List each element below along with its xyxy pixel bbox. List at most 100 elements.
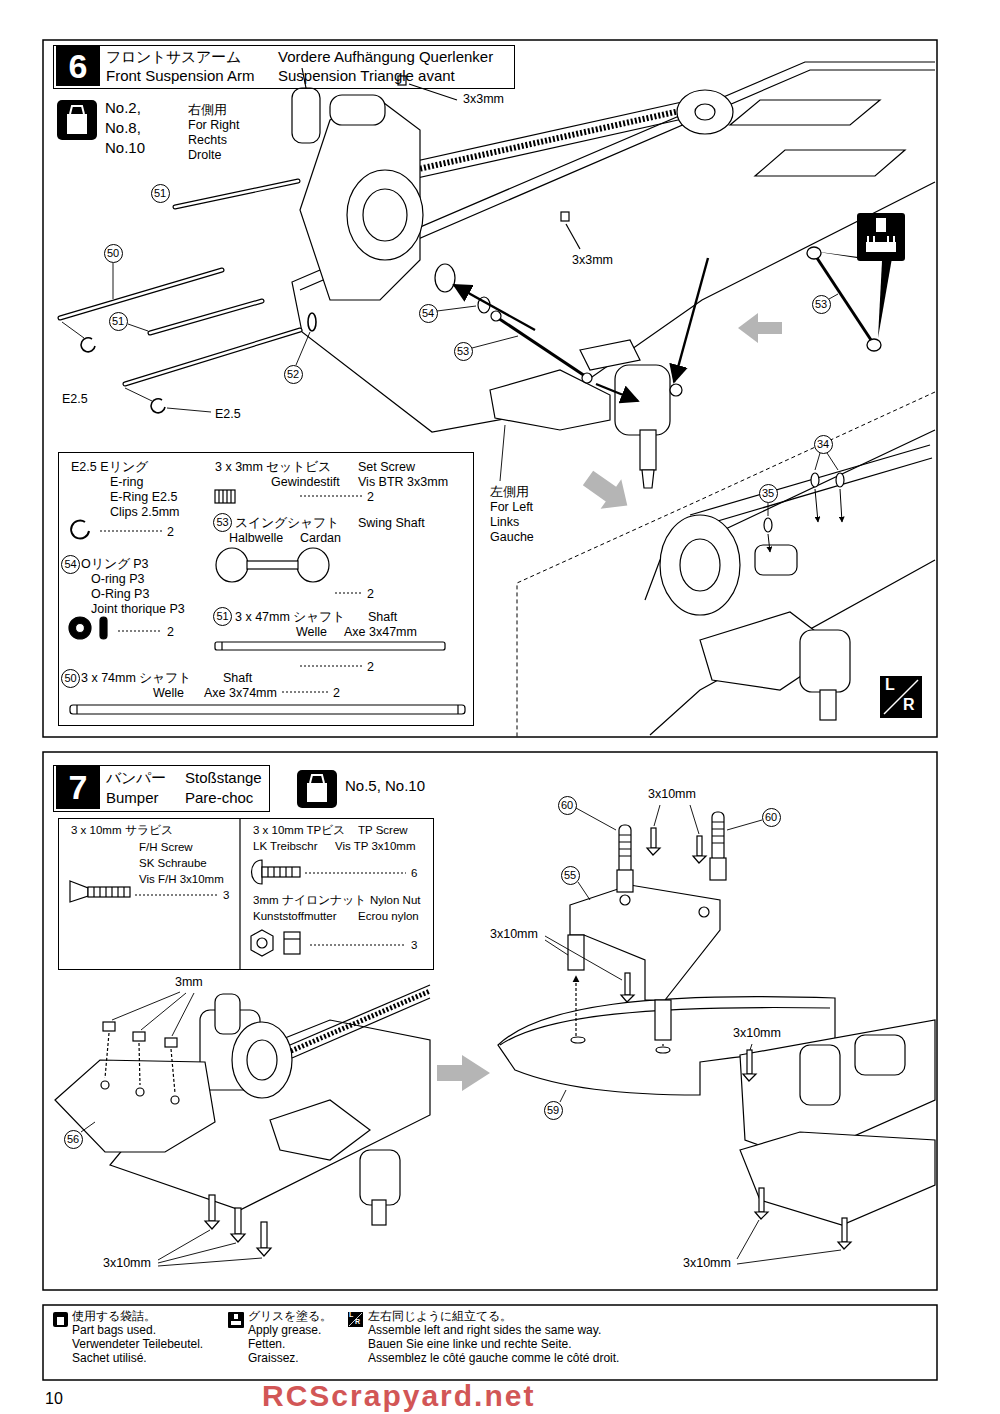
part-text: Ecrou nylon bbox=[358, 910, 419, 924]
bumper-illustration bbox=[209, 1195, 215, 1221]
detail-illustration bbox=[645, 430, 935, 735]
part-text: SK Schraube bbox=[139, 857, 207, 871]
part-text: Welle bbox=[296, 625, 327, 640]
lr-symbol-letter: R bbox=[355, 1318, 360, 1325]
bumper-illustration bbox=[855, 1035, 905, 1075]
part-text: Vis BTR 3x3mm bbox=[358, 475, 448, 490]
panel-frame bbox=[43, 40, 937, 1380]
part-icon bbox=[71, 521, 89, 539]
detail-illustration bbox=[660, 515, 740, 615]
legend-text: 使用する袋詰。 bbox=[72, 1309, 156, 1323]
leader-line bbox=[141, 993, 186, 1030]
suspension-arm bbox=[615, 365, 670, 435]
bumper-illustration bbox=[215, 994, 240, 1034]
bumper-illustration bbox=[651, 828, 656, 848]
part-text: 3 x 74mm シャフト bbox=[81, 671, 191, 686]
part-text: Bumper bbox=[106, 789, 159, 807]
chassis-illustration bbox=[292, 62, 935, 432]
leader-line bbox=[578, 882, 590, 900]
lr-symbol-letter: R bbox=[903, 697, 915, 713]
shaft bbox=[150, 301, 262, 333]
part-text: O-Ring P3 bbox=[91, 587, 149, 602]
shaft bbox=[175, 181, 298, 207]
part-icon bbox=[310, 944, 406, 945]
bumper-illustration bbox=[232, 1022, 292, 1098]
chassis-illustration bbox=[561, 212, 569, 221]
chassis-illustration bbox=[566, 224, 580, 249]
leader-line bbox=[560, 1090, 566, 1102]
part-icon bbox=[70, 881, 88, 902]
parts-list: 3 x 10mm サラビスF/H ScrewSK SchraubeVis F/H… bbox=[58, 818, 434, 970]
part-icon bbox=[94, 887, 124, 897]
detail-illustration bbox=[820, 690, 836, 720]
part-icon bbox=[268, 867, 292, 877]
part-text: Vordere Aufhängung Querlenker bbox=[278, 48, 493, 66]
dimension-label: 3x10mm bbox=[490, 927, 538, 942]
grease-symbol bbox=[878, 258, 892, 338]
bumper-illustration bbox=[136, 1088, 144, 1096]
bumper-illustration bbox=[498, 812, 935, 1249]
grease-symbol bbox=[807, 247, 821, 259]
part-text: E-ring bbox=[110, 475, 143, 490]
direction-arrow bbox=[437, 313, 782, 1091]
part-text: Welle bbox=[153, 686, 184, 701]
bumper-illustration bbox=[740, 1132, 935, 1225]
bag-icon bbox=[307, 783, 327, 802]
callout-number: 51 bbox=[109, 312, 128, 331]
bumper-illustration bbox=[165, 1038, 177, 1047]
bumper-illustration bbox=[205, 1221, 219, 1229]
shaft bbox=[150, 301, 262, 333]
part-text: 3 x 10mm TPビス bbox=[253, 824, 345, 838]
part-icon bbox=[135, 894, 218, 895]
part-icon bbox=[76, 705, 77, 714]
part-text: Stoßstange bbox=[185, 769, 262, 787]
callout-number: 56 bbox=[64, 1130, 83, 1149]
bumper-illustration bbox=[247, 1040, 277, 1080]
bumper-illustration bbox=[360, 1150, 400, 1205]
bumper-illustration bbox=[171, 1096, 179, 1104]
panel-frame bbox=[43, 752, 937, 1290]
leader-line bbox=[737, 1250, 841, 1264]
part-text: Halbwelle bbox=[229, 531, 283, 546]
part-text: Shaft bbox=[368, 610, 397, 625]
part-text: Axe 3x74mm bbox=[204, 686, 277, 701]
grease-symbol bbox=[857, 213, 905, 261]
shaft bbox=[60, 270, 222, 318]
step-number: 7 bbox=[56, 766, 100, 809]
bumper-illustration bbox=[261, 1222, 267, 1248]
part-text: バンパー bbox=[106, 769, 166, 787]
annotation-label: Rechts bbox=[188, 133, 227, 148]
bumper-illustration bbox=[55, 1060, 215, 1152]
assembly-arrow bbox=[596, 384, 638, 401]
grease-symbol bbox=[228, 1312, 244, 1328]
part-text: 3mm ナイロンナット bbox=[253, 894, 366, 908]
leader-line bbox=[727, 820, 762, 830]
part-text: Vis TP 3x10mm bbox=[335, 840, 416, 854]
leader-line bbox=[737, 1220, 759, 1259]
bumper-illustration bbox=[699, 907, 709, 917]
bag-icon bbox=[67, 114, 87, 134]
legend-text: Apply grease. bbox=[248, 1323, 321, 1337]
leader-line bbox=[545, 936, 622, 980]
bumper-illustration bbox=[743, 1074, 756, 1081]
callout-number: 53 bbox=[454, 342, 473, 361]
callout-number: 35 bbox=[759, 484, 778, 503]
bumper-illustration bbox=[621, 995, 634, 1002]
part-icon bbox=[284, 938, 300, 939]
chassis-illustration bbox=[347, 170, 423, 260]
bumper-illustration bbox=[270, 1100, 370, 1160]
bumper-illustration bbox=[747, 1050, 752, 1074]
bumper-illustration bbox=[656, 1047, 670, 1053]
e-ring bbox=[151, 399, 165, 413]
bumper-illustration bbox=[712, 822, 724, 843]
assembly-arrow bbox=[454, 285, 535, 330]
part-text: O-ring P3 bbox=[91, 572, 145, 587]
grease-symbol bbox=[876, 218, 886, 232]
part-text: 3 bbox=[223, 889, 229, 903]
detail-illustration bbox=[836, 473, 844, 487]
step-number: 6 bbox=[56, 46, 100, 86]
bumper-illustration bbox=[372, 1200, 386, 1225]
bumper-illustration bbox=[619, 825, 631, 875]
bag-icon bbox=[57, 100, 337, 808]
